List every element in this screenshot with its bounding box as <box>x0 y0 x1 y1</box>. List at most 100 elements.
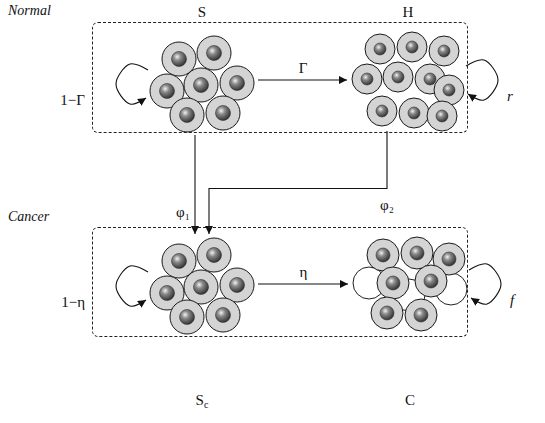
cell-body <box>197 238 231 272</box>
cell-nucleus <box>406 41 418 53</box>
cell-nucleus <box>442 252 456 266</box>
cell <box>197 238 231 272</box>
cell-body <box>367 96 397 126</box>
population-label: H <box>352 5 464 20</box>
rate-label: Γ <box>298 61 309 76</box>
cell-nucleus <box>443 84 455 96</box>
rate-label: η <box>299 265 309 280</box>
cell-population: Sc <box>150 238 254 334</box>
cell <box>399 98 429 128</box>
transition-arrow <box>116 266 148 306</box>
cell-body <box>365 34 395 64</box>
cell-body <box>383 62 413 92</box>
cell-nucleus <box>410 246 424 260</box>
population-label: C <box>353 393 467 408</box>
cell-nucleus <box>180 108 195 123</box>
rate-label: 1−η <box>60 295 86 310</box>
cell <box>434 75 464 105</box>
cell <box>415 265 447 297</box>
cell-body <box>434 75 464 105</box>
cell-cluster <box>150 238 254 334</box>
rate-label: 1−Γ <box>59 93 86 108</box>
cell-nucleus <box>172 52 187 67</box>
cell-population: C <box>353 237 467 331</box>
cell <box>367 96 397 126</box>
cell-body <box>367 239 399 271</box>
cell-nucleus <box>392 71 404 83</box>
cell-body <box>427 101 457 131</box>
cell-nucleus <box>194 280 209 295</box>
cell-nucleus <box>160 84 175 99</box>
cell-nucleus <box>414 308 428 322</box>
cell-nucleus <box>194 78 209 93</box>
cell-nucleus <box>376 248 390 262</box>
cell-nucleus <box>424 274 438 288</box>
cell <box>367 239 399 271</box>
cell-nucleus <box>180 310 195 325</box>
population-label: S <box>150 5 254 20</box>
population-label: Sc <box>150 393 254 410</box>
rate-label: φ₂ <box>379 198 395 213</box>
cell-body <box>197 36 231 70</box>
transition-arrow <box>194 135 195 234</box>
cell-body <box>415 265 447 297</box>
cell <box>170 98 204 132</box>
region-heading: Cancer <box>8 210 49 224</box>
cell-population: H <box>352 32 464 128</box>
cell-cluster <box>150 36 254 132</box>
cell-nucleus <box>160 286 175 301</box>
cell-body <box>352 64 382 94</box>
cell <box>170 300 204 334</box>
transition-arrow <box>258 283 348 284</box>
cell-nucleus <box>207 46 222 61</box>
cell <box>427 101 457 131</box>
transition-arrow <box>209 131 387 234</box>
cell <box>220 66 254 100</box>
cell-nucleus <box>380 306 394 320</box>
cell <box>365 34 395 64</box>
cell <box>184 270 218 304</box>
cell-nucleus <box>438 45 450 57</box>
cell-body <box>206 298 240 332</box>
cell-body <box>170 98 204 132</box>
cell <box>206 96 240 130</box>
cell <box>405 299 437 331</box>
transition-arrow <box>466 60 498 100</box>
cell <box>429 36 459 66</box>
cell-body <box>371 297 403 329</box>
population-region: CancerScC <box>92 227 468 337</box>
cell-body <box>170 300 204 334</box>
cell <box>383 62 413 92</box>
cell-nucleus <box>436 110 448 122</box>
cell-cluster <box>353 237 467 331</box>
cell-nucleus <box>376 105 388 117</box>
rate-label: f <box>509 293 515 308</box>
region-heading: Normal <box>8 4 51 18</box>
cell-body <box>401 237 433 269</box>
population-region: NormalSH <box>92 22 468 133</box>
cell-body <box>399 98 429 128</box>
cell-body <box>184 270 218 304</box>
cell <box>197 36 231 70</box>
cell <box>220 268 254 302</box>
cell-nucleus <box>216 106 231 121</box>
cell-population: S <box>150 36 254 132</box>
cell-body <box>377 267 409 299</box>
transition-arrow <box>116 64 148 104</box>
cell-nucleus <box>408 107 420 119</box>
cell-body <box>184 68 218 102</box>
cell-body <box>429 36 459 66</box>
cell-nucleus <box>230 76 245 91</box>
cell <box>206 298 240 332</box>
cell-body <box>405 299 437 331</box>
rate-label: φ₁ <box>175 205 191 220</box>
cell-nucleus <box>230 278 245 293</box>
cell <box>401 237 433 269</box>
cell-cluster <box>352 32 464 128</box>
rate-label: r <box>506 89 514 104</box>
cell <box>397 32 427 62</box>
cell-body <box>397 32 427 62</box>
cell-nucleus <box>424 73 436 85</box>
transition-arrow <box>469 264 501 304</box>
